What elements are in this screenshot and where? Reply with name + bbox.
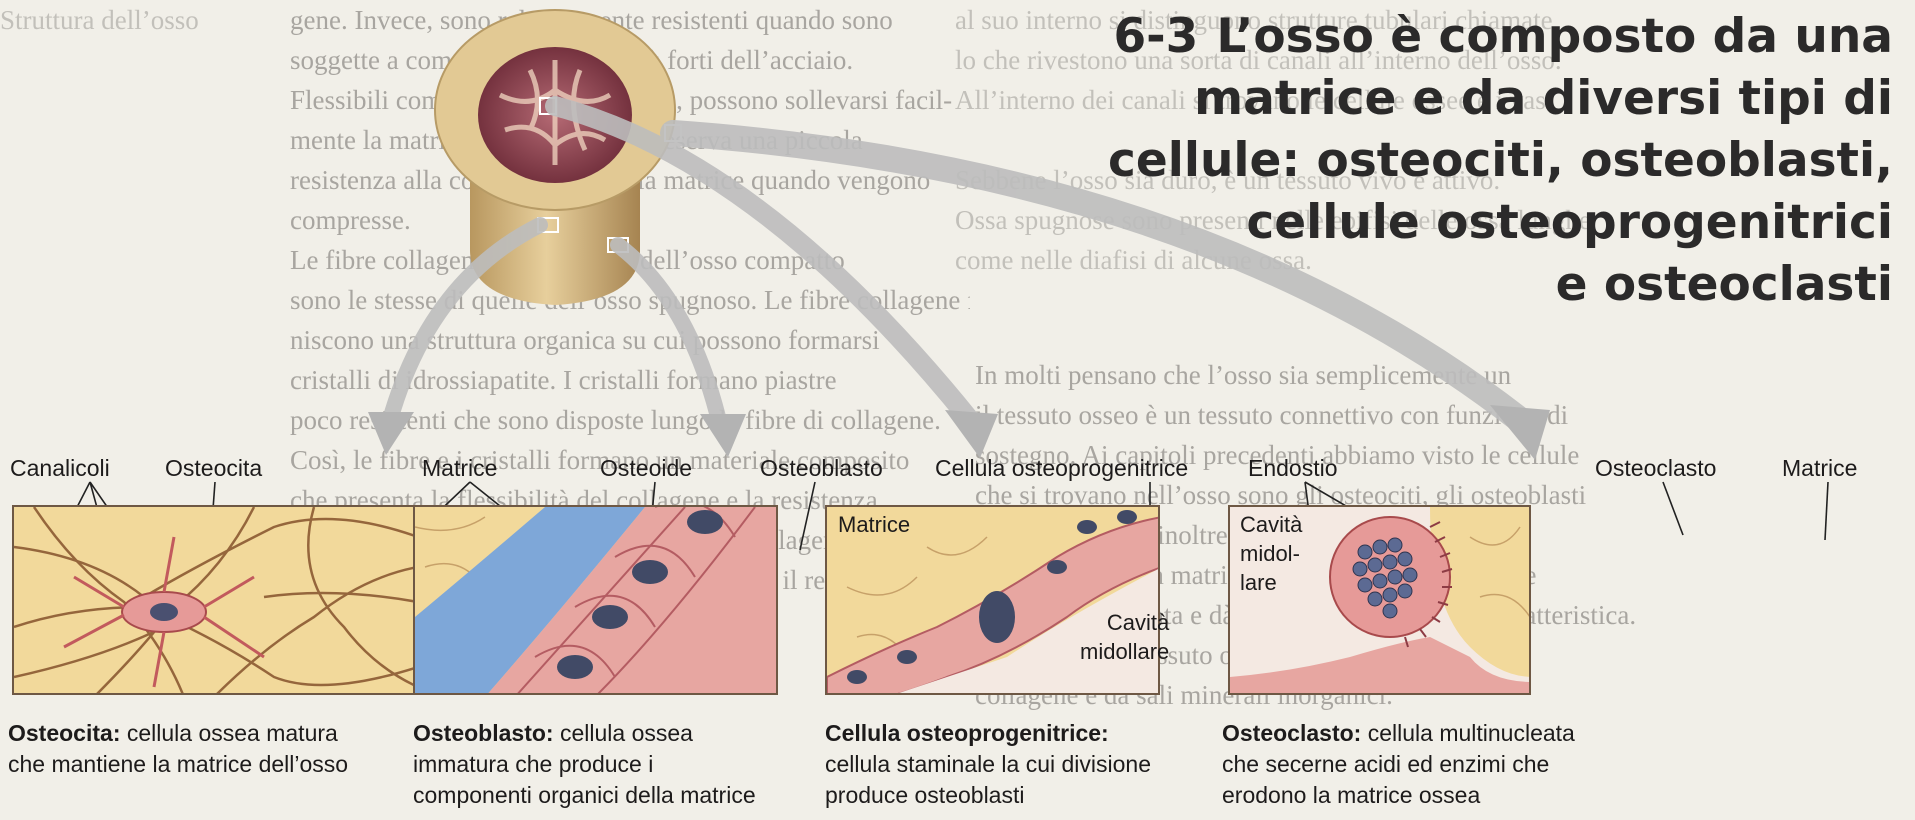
inner-label-matrice: Matrice (838, 510, 910, 539)
caption-term-progenitrice: Cellula osteoprogenitrice: (825, 720, 1109, 746)
osteoblast-nucleus-3 (632, 560, 668, 584)
osteoblast-nucleus-4 (687, 510, 723, 534)
caption-cellula-osteoprogenitrice: Cellula osteoprogenitrice: cellula stami… (825, 718, 1205, 811)
inner-label-cavita-midollare: Cavità midollare (1080, 608, 1169, 666)
progenitor-nucleus-main (979, 591, 1015, 643)
label-cellula-osteoprogenitrice: Cellula osteoprogenitrice (935, 455, 1188, 482)
label-osteoide: Osteoide (600, 455, 692, 482)
label-matrice: Matrice (422, 455, 497, 482)
panel-osteocita (12, 505, 416, 695)
label-osteoclasto: Osteoclasto (1595, 455, 1716, 482)
caption-osteoclasto: Osteoclasto: cellula multinucleata che s… (1222, 718, 1912, 811)
osteocyte-nucleus (150, 603, 178, 621)
caption-osteocita: Osteocita: cellula ossea matura che mant… (8, 718, 408, 780)
caption-osteoblasto: Osteoblasto: cellula ossea immatura che … (413, 718, 793, 811)
label-osteocita: Osteocita (165, 455, 262, 482)
label-matrice-2: Matrice (1782, 455, 1857, 482)
panel-osteoblasto (413, 505, 778, 695)
osteoblast-nucleus-2 (592, 605, 628, 629)
label-endostio: Endostio (1248, 455, 1338, 482)
caption-term-osteocita: Osteocita: (8, 720, 120, 746)
bone-illustration (0, 0, 1915, 460)
osteoblast-nucleus-1 (557, 655, 593, 679)
caption-term-osteoblasto: Osteoblasto: (413, 720, 554, 746)
inner-label-cavita-midol-lare: Cavità midol- lare (1240, 510, 1302, 597)
caption-term-osteoclasto: Osteoclasto: (1222, 720, 1361, 746)
label-osteoblasto: Osteoblasto (760, 455, 883, 482)
arrow-osteoclast (673, 133, 1520, 420)
label-canalicoli: Canalicoli (10, 455, 110, 482)
